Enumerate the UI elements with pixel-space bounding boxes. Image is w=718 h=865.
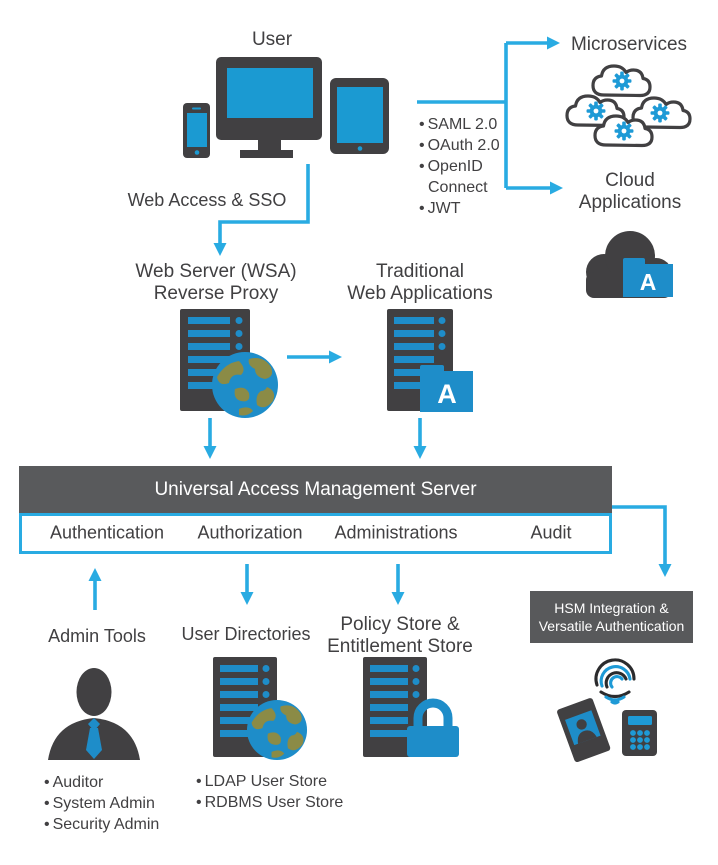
token-calculator-icon (622, 710, 657, 756)
user-stores-list: LDAP User Store RDBMS User Store (196, 771, 344, 813)
protocol-item: OpenID Connect (419, 156, 507, 198)
tie (86, 718, 102, 759)
id-card-icon (557, 698, 611, 763)
svg-text:A: A (437, 379, 457, 409)
globe-icon (246, 699, 308, 761)
user-label: User (251, 29, 293, 50)
server-globe-icon (213, 657, 308, 761)
protocol-item: JWT (419, 198, 507, 219)
hsm-integration-box: HSM Integration & Versatile Authenticati… (530, 591, 693, 643)
folder-a-icon: A (420, 365, 473, 412)
function-authorization: Authorization (197, 522, 303, 543)
fingerprint-icon (594, 658, 636, 705)
uam-functions-row (19, 513, 612, 554)
role-item: Security Admin (44, 814, 160, 835)
traditional-apps-label: Traditional Web Applications (347, 261, 493, 305)
server-folder-icon: A (387, 309, 473, 412)
user-directories-label: User Directories (181, 624, 311, 644)
policy-store-label: Policy Store & Entitlement Store (327, 614, 473, 658)
function-audit: Audit (530, 522, 572, 543)
admin-tools-label: Admin Tools (48, 626, 146, 646)
store-item: RDBMS User Store (196, 792, 344, 813)
monitor-icon (216, 57, 322, 158)
microservices-label: Microservices (570, 34, 688, 55)
function-administrations: Administrations (334, 522, 458, 543)
web-access-sso-label: Web Access & SSO (127, 190, 287, 210)
arrow-uam-to-hsm (612, 505, 672, 577)
microservices-clouds-icon (565, 64, 692, 148)
cloud-folder-icon: A (586, 231, 673, 298)
padlock-icon (407, 698, 459, 757)
phone-icon (183, 103, 210, 158)
admin-roles-list: Auditor System Admin Security Admin (44, 772, 160, 835)
globe-icon (212, 352, 278, 418)
role-item: System Admin (44, 793, 159, 814)
protocol-item: OAuth 2.0 (419, 135, 507, 156)
uam-server-title: Universal Access Management Server (154, 478, 477, 500)
arrow-user-to-webserver (213, 164, 310, 256)
person-icon (48, 668, 140, 760)
protocols-list: SAML 2.0 OAuth 2.0 OpenID Connect JWT (419, 114, 507, 219)
devices-icon (183, 57, 389, 158)
server-globe-icon (180, 309, 278, 418)
svg-text:A: A (640, 269, 657, 295)
uam-server-bar: Universal Access Management Server (19, 466, 612, 513)
role-item: Auditor (44, 772, 159, 793)
web-server-label: Web Server (WSA) Reverse Proxy (135, 261, 297, 305)
hsm-integration-label: HSM Integration & Versatile Authenticati… (538, 599, 685, 634)
server-lock-icon (363, 657, 459, 757)
protocol-item: SAML 2.0 (419, 114, 507, 135)
tablet-icon (330, 78, 389, 154)
cloud-applications-label: Cloud Applications (578, 170, 682, 214)
folder-a-icon: A (623, 258, 673, 297)
store-item: LDAP User Store (196, 771, 343, 792)
function-authentication: Authentication (49, 522, 165, 543)
